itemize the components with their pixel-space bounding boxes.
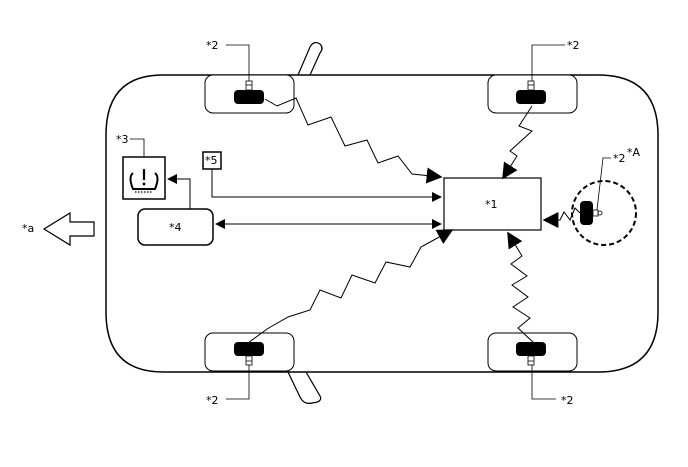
signal-front-left	[264, 97, 443, 184]
meter-to-warning-line	[167, 174, 191, 209]
meter-label: *4	[169, 221, 182, 234]
ecu-label: *1	[485, 198, 498, 211]
front-direction-label: *a	[22, 222, 34, 235]
signal-rear-right	[507, 231, 535, 344]
tpms-ecu-box	[443, 177, 542, 231]
tire-pressure-sensor-spare	[580, 201, 603, 225]
sensor-label-front-left: *2	[206, 39, 219, 52]
signal-spare	[542, 207, 581, 228]
vehicle-outline	[105, 74, 659, 373]
sensor-label-front-right: *2	[567, 39, 580, 52]
rear-left-wheel-blade	[287, 371, 322, 404]
sensor-label-spare: *2	[613, 152, 626, 165]
combination-meter-box	[137, 208, 214, 246]
arrow-left-icon	[42, 211, 95, 247]
callouts	[130, 44, 611, 400]
spare-tire-outline	[571, 180, 637, 246]
sensor-label-rear-left: *2	[206, 394, 219, 407]
switch-label: *5	[205, 154, 218, 167]
switch-to-ecu-line	[211, 169, 442, 202]
tire-pressure-warning-icon	[122, 156, 166, 200]
signal-front-right	[502, 105, 533, 180]
spare-marker-label: *A	[627, 146, 641, 159]
front-left-wheel-blade	[297, 41, 323, 76]
tire-pressure-sensor-front-left	[234, 80, 264, 104]
tire-pressure-sensor-rear-right	[516, 342, 546, 366]
tire-pressure-sensor-front-right	[516, 80, 546, 104]
sensor-label-rear-right: *2	[561, 394, 574, 407]
signal-rear-left	[247, 229, 454, 344]
warning-light-label: *3	[116, 133, 129, 146]
